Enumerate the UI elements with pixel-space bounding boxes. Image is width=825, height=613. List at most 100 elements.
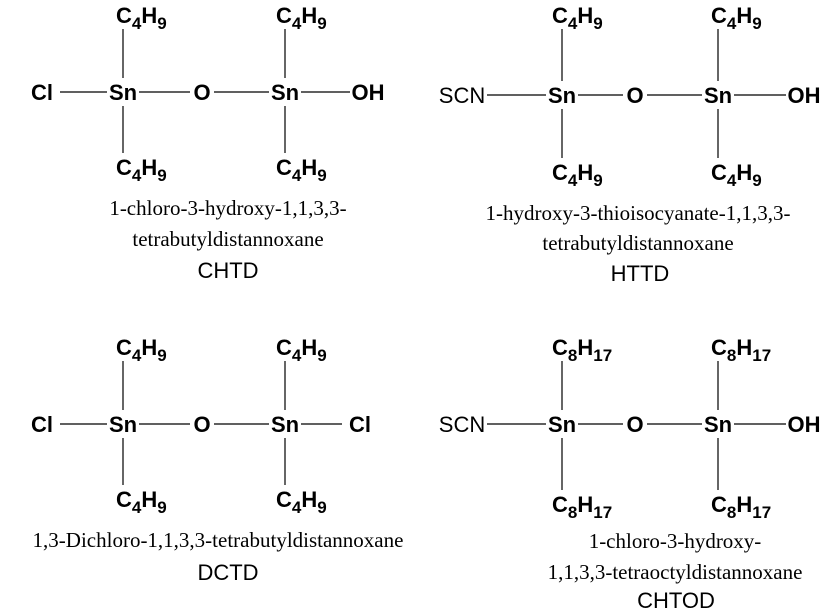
subscript: 17 — [752, 503, 771, 522]
subscript: 8 — [568, 503, 577, 522]
element-symbol: H — [736, 160, 752, 185]
element-symbol: H — [736, 335, 752, 360]
alkyl-substituent-top: C4H9 — [116, 335, 167, 365]
left-group-label: SCN — [439, 412, 485, 437]
subscript: 9 — [157, 166, 166, 185]
tin-atom-label: Sn — [271, 80, 299, 105]
right-group-label: OH — [788, 83, 821, 108]
element-symbol: C — [276, 335, 292, 360]
alkyl-substituent-bottom: C4H9 — [711, 160, 762, 190]
compound-name-line: 1-chloro-3-hydroxy-1,1,3,3- — [109, 196, 346, 220]
element-symbol: C — [552, 335, 568, 360]
right-group-label: Cl — [349, 412, 371, 437]
element-symbol: C — [276, 487, 292, 512]
element-symbol: H — [736, 3, 752, 28]
element-symbol: C — [711, 335, 727, 360]
element-symbol: H — [301, 335, 317, 360]
element-symbol: C — [116, 335, 132, 360]
element-symbol: C — [711, 3, 727, 28]
compound-abbreviation: HTTD — [611, 261, 670, 286]
subscript: 4 — [132, 498, 142, 517]
subscript: 4 — [132, 14, 142, 33]
oxygen-bridge-label: O — [626, 83, 643, 108]
alkyl-substituent-top: C4H9 — [116, 3, 167, 33]
left-group-label: Cl — [31, 412, 53, 437]
right-group-label: OH — [352, 80, 385, 105]
alkyl-substituent-top: C8H17 — [552, 335, 612, 365]
tin-atom-label: Sn — [109, 412, 137, 437]
element-symbol: C — [552, 160, 568, 185]
subscript: 9 — [317, 346, 326, 365]
compound-abbreviation: CHTOD — [637, 588, 715, 613]
element-symbol: H — [577, 335, 593, 360]
tin-atom-label: Sn — [704, 83, 732, 108]
left-group-label: SCN — [439, 83, 485, 108]
subscript: 4 — [727, 14, 737, 33]
subscript: 9 — [752, 171, 761, 190]
element-symbol: H — [577, 492, 593, 517]
element-symbol: C — [276, 3, 292, 28]
oxygen-bridge-label: O — [193, 80, 210, 105]
alkyl-substituent-bottom: C8H17 — [711, 492, 771, 522]
subscript: 4 — [292, 346, 302, 365]
subscript: 8 — [727, 346, 736, 365]
tin-atom-label: Sn — [704, 412, 732, 437]
subscript: 8 — [568, 346, 577, 365]
tin-atom-label: Sn — [271, 412, 299, 437]
subscript: 9 — [157, 346, 166, 365]
element-symbol: H — [301, 487, 317, 512]
element-symbol: H — [141, 155, 157, 180]
compound-name-line: tetrabutyldistannoxane — [132, 227, 323, 251]
subscript: 9 — [593, 14, 602, 33]
subscript: 8 — [727, 503, 736, 522]
element-symbol: H — [141, 3, 157, 28]
compound-name-line: 1-hydroxy-3-thioisocyanate-1,1,3,3- — [485, 201, 790, 225]
element-symbol: C — [116, 155, 132, 180]
oxygen-bridge-label: O — [193, 412, 210, 437]
subscript: 4 — [727, 171, 737, 190]
alkyl-substituent-bottom: C4H9 — [116, 155, 167, 185]
element-symbol: C — [116, 487, 132, 512]
element-symbol: H — [577, 160, 593, 185]
alkyl-substituent-bottom: C8H17 — [552, 492, 612, 522]
alkyl-substituent-top: C4H9 — [276, 335, 327, 365]
element-symbol: C — [552, 492, 568, 517]
subscript: 4 — [132, 346, 142, 365]
oxygen-bridge-label: O — [626, 412, 643, 437]
alkyl-substituent-top: C4H9 — [552, 3, 603, 33]
compound-name-line: 1,3-Dichloro-1,1,3,3-tetrabutyldistannox… — [33, 528, 404, 552]
subscript: 9 — [157, 498, 166, 517]
compound-abbreviation: CHTD — [197, 258, 258, 283]
subscript: 4 — [568, 14, 578, 33]
alkyl-substituent-bottom: C4H9 — [116, 487, 167, 517]
alkyl-substituent-bottom: C4H9 — [552, 160, 603, 190]
element-symbol: C — [711, 160, 727, 185]
subscript: 4 — [292, 14, 302, 33]
subscript: 9 — [317, 14, 326, 33]
subscript: 9 — [157, 14, 166, 33]
element-symbol: H — [141, 487, 157, 512]
compound-name-line: tetrabutyldistannoxane — [542, 231, 733, 255]
alkyl-substituent-bottom: C4H9 — [276, 155, 327, 185]
element-symbol: C — [116, 3, 132, 28]
right-group-label: OH — [788, 412, 821, 437]
element-symbol: C — [711, 492, 727, 517]
subscript: 17 — [752, 346, 771, 365]
subscript: 4 — [292, 498, 302, 517]
subscript: 9 — [317, 166, 326, 185]
compound-name-line: 1-chloro-3-hydroxy- — [589, 529, 762, 553]
subscript: 4 — [132, 166, 142, 185]
tin-atom-label: Sn — [548, 412, 576, 437]
subscript: 4 — [568, 171, 578, 190]
element-symbol: H — [301, 155, 317, 180]
element-symbol: H — [577, 3, 593, 28]
alkyl-substituent-top: C4H9 — [711, 3, 762, 33]
alkyl-substituent-top: C8H17 — [711, 335, 771, 365]
compound-abbreviation: DCTD — [197, 560, 258, 585]
element-symbol: H — [141, 335, 157, 360]
element-symbol: C — [276, 155, 292, 180]
